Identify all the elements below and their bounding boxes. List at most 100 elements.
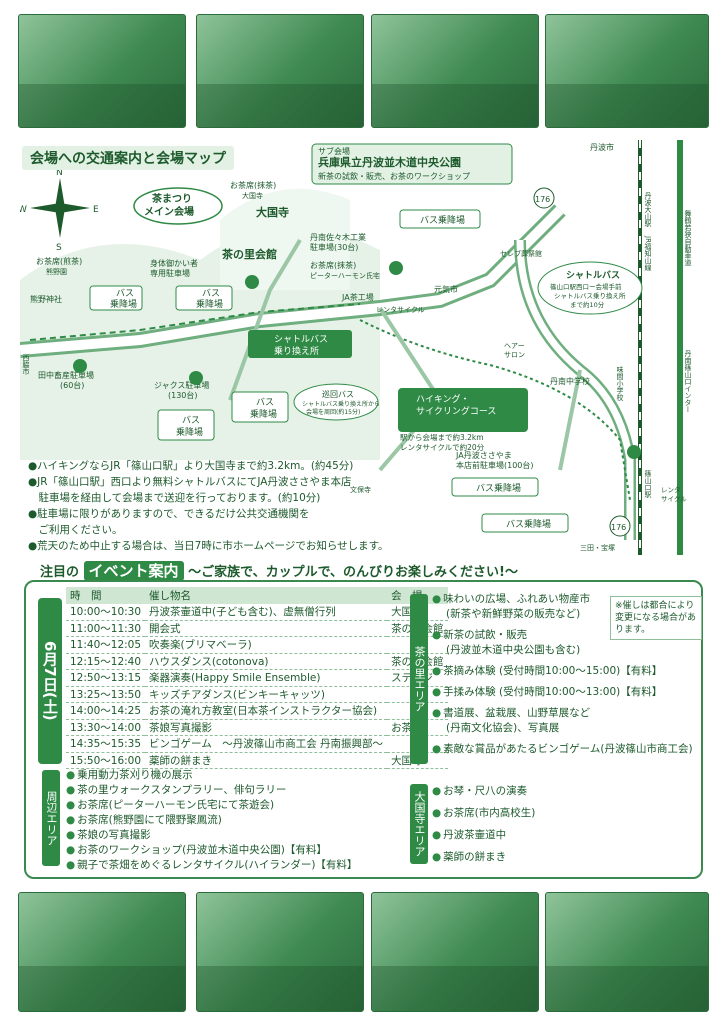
event-date: 6月7日(土) (38, 598, 62, 764)
banner-suffix: 〜ご家族で、カップルで、のんびりお楽しみください!〜 (188, 565, 518, 580)
top-photo-3 (371, 14, 539, 128)
access-map: N S E W サブ会場 兵庫県立丹波並木道中央公園 新茶の試飲・販売、お茶のワ… (20, 140, 703, 555)
surrounding-area-label: 周辺エリア (42, 770, 60, 866)
svg-text:乗降場: 乗降場 (176, 426, 203, 438)
svg-text:丹南篠山口インター: 丹南篠山口インター (684, 350, 692, 413)
svg-text:JA丹波ささやま: JA丹波ささやま (455, 450, 512, 460)
list-item: お茶席(ピーターハーモン氏宅にて茶遊会) (66, 798, 396, 813)
svg-text:乗り換え所: 乗り換え所 (274, 345, 319, 357)
svg-text:丹南中学校: 丹南中学校 (550, 376, 590, 386)
list-item: 書道展、盆栽展、山野草展など (432, 706, 692, 721)
list-item: 薬師の餅まき (432, 846, 692, 868)
event-box (24, 580, 703, 879)
svg-text:丹南佐々木工業: 丹南佐々木工業 (310, 232, 366, 242)
map-title: 会場への交通案内と会場マップ (22, 146, 234, 170)
svg-text:本店前駐車場(100台): 本店前駐車場(100台) (456, 460, 534, 470)
svg-text:シャトルバス乗り換え所から: シャトルバス乗り換え所から (302, 400, 380, 408)
daikokuji-area-list: お琴・尺八の演奏 お茶席(市内高校生) 丹波茶壷道中 薬師の餅まき (432, 780, 692, 868)
svg-text:176: 176 (611, 523, 626, 532)
svg-text:兵庫県立丹波並木道中央公園: 兵庫県立丹波並木道中央公園 (318, 155, 461, 169)
svg-text:バス乗降場: バス乗降場 (506, 518, 551, 530)
svg-text:大国寺: 大国寺 (242, 191, 263, 200)
svg-text:N: N (56, 168, 63, 178)
svg-text:丹波大山駅: 丹波大山駅 (644, 192, 652, 228)
svg-text:舞鶴若狭自動車道: 舞鶴若狭自動車道 (684, 209, 692, 267)
svg-text:専用駐車場: 専用駐車場 (150, 268, 190, 278)
svg-text:サイクリングコース: サイクリングコース (416, 405, 496, 417)
svg-text:サブ会場: サブ会場 (318, 146, 350, 156)
svg-text:(130台): (130台) (168, 390, 198, 400)
access-note: ご利用ください。 (28, 524, 123, 536)
svg-text:W: W (20, 205, 27, 215)
col-time: 時 間 (66, 587, 146, 604)
svg-text:新茶の試飲・販売、お茶のワークショップ: 新茶の試飲・販売、お茶のワークショップ (318, 171, 470, 181)
svg-text:シャトルバス: シャトルバス (274, 334, 328, 345)
svg-text:茶まつり: 茶まつり (151, 192, 192, 205)
svg-text:レンタサイクル: レンタサイクル (376, 305, 425, 314)
list-item-sub: (丹南文化協会)、写真展 (446, 722, 560, 734)
access-note: ●ハイキングならJR「篠山口駅」より大国寺まで約3.2km。(約45分) (28, 460, 354, 472)
list-item: 新茶の試飲・販売 (432, 628, 692, 643)
top-photo-2 (196, 14, 364, 128)
svg-text:セレブ葬祭館: セレブ葬祭館 (500, 249, 542, 258)
svg-text:乗降場: 乗降場 (250, 408, 277, 420)
svg-text:味間小学校: 味間小学校 (616, 365, 624, 402)
svg-text:大国寺: 大国寺 (256, 205, 289, 219)
list-item: 茶娘の写真撮影 (66, 828, 396, 843)
svg-text:お茶席(抹茶): お茶席(抹茶) (310, 260, 356, 270)
access-notes: ●ハイキングならJR「篠山口駅」より大国寺まで約3.2km。(約45分) ●JR… (28, 458, 468, 554)
svg-text:メイン会場: メイン会場 (144, 205, 194, 218)
svg-text:田中畜産駐車場: 田中畜産駐車場 (38, 370, 94, 380)
svg-text:丹波市: 丹波市 (590, 142, 614, 152)
list-item: 素敵な賞品があたるビンゴゲーム(丹波篠山市商工会) (432, 742, 692, 757)
svg-text:駅から会場まで約3.2km: 駅から会場まで約3.2km (400, 432, 484, 442)
parking-icon (73, 261, 641, 459)
svg-text:ヘアー: ヘアー (504, 342, 525, 350)
change-note: ※催しは都合により変更になる場合があります。 (610, 596, 702, 640)
svg-text:篠山口駅西口ー会場手前: 篠山口駅西口ー会場手前 (550, 282, 622, 291)
top-photo-1 (18, 14, 186, 128)
access-note: ●駐車場に限りがありますので、できるだけ公共交通機関を (28, 508, 310, 520)
svg-text:サロン: サロン (504, 351, 525, 359)
svg-text:文保寺: 文保寺 (350, 485, 371, 494)
svg-text:バス: バス (116, 288, 134, 299)
compass-icon: N S E W (20, 168, 99, 253)
svg-text:西脇市: 西脇市 (22, 354, 30, 376)
svg-text:熊野神社: 熊野神社 (30, 294, 62, 304)
access-note: ●荒天のため中止する場合は、当日7時に市ホームページでお知らせします。 (28, 540, 389, 552)
svg-text:バス: バス (182, 415, 200, 426)
bottom-photo-2 (196, 892, 364, 1012)
svg-text:身体御かい者: 身体御かい者 (150, 258, 198, 268)
daikokuji-area-label: 大国寺エリア (410, 784, 428, 864)
svg-text:ハイキング・: ハイキング・ (416, 393, 470, 405)
svg-text:サイクル: サイクル (661, 495, 687, 503)
chanosato-area-list: 味わいの広場、ふれあい物産市 (新茶や新鮮野菜の販売など) 新茶の試飲・販売 (… (432, 592, 692, 757)
list-item: 手揉み体験 (受付時間10:00〜13:00)【有料】 (432, 685, 692, 700)
svg-text:バス乗降場: バス乗降場 (420, 214, 465, 226)
svg-text:お茶席(煎茶): お茶席(煎茶) (36, 256, 82, 266)
bottom-photo-1 (18, 892, 186, 1012)
svg-text:まで約10分: まで約10分 (570, 300, 605, 309)
bottom-photo-4 (545, 892, 709, 1012)
list-item: お琴・尺八の演奏 (432, 780, 692, 802)
svg-text:176: 176 (535, 195, 550, 204)
access-note: 駐車場を経由して会場まで送迎を行っております。(約10分) (28, 492, 321, 504)
svg-text:ピーターハーモン氏宅: ピーターハーモン氏宅 (310, 271, 380, 280)
svg-text:JR福知山線: JR福知山線 (644, 235, 652, 271)
svg-text:会場を周回(約15分): 会場を周回(約15分) (306, 408, 360, 416)
list-item: 丹波茶壷道中 (432, 824, 692, 846)
svg-text:篠山口駅: 篠山口駅 (644, 469, 652, 499)
svg-text:お茶席(抹茶): お茶席(抹茶) (230, 180, 276, 190)
list-item: 茶の里ウォークスタンプラリー、俳句ラリー (66, 783, 396, 798)
surrounding-area-list: 乗用動力茶刈り機の展示 茶の里ウォークスタンプラリー、俳句ラリー お茶席(ピータ… (66, 768, 396, 873)
list-item-sub: (新茶や新鮮野菜の販売など) (446, 608, 581, 620)
svg-text:バス乗降場: バス乗降場 (476, 482, 521, 494)
svg-text:熊野園: 熊野園 (46, 267, 67, 276)
